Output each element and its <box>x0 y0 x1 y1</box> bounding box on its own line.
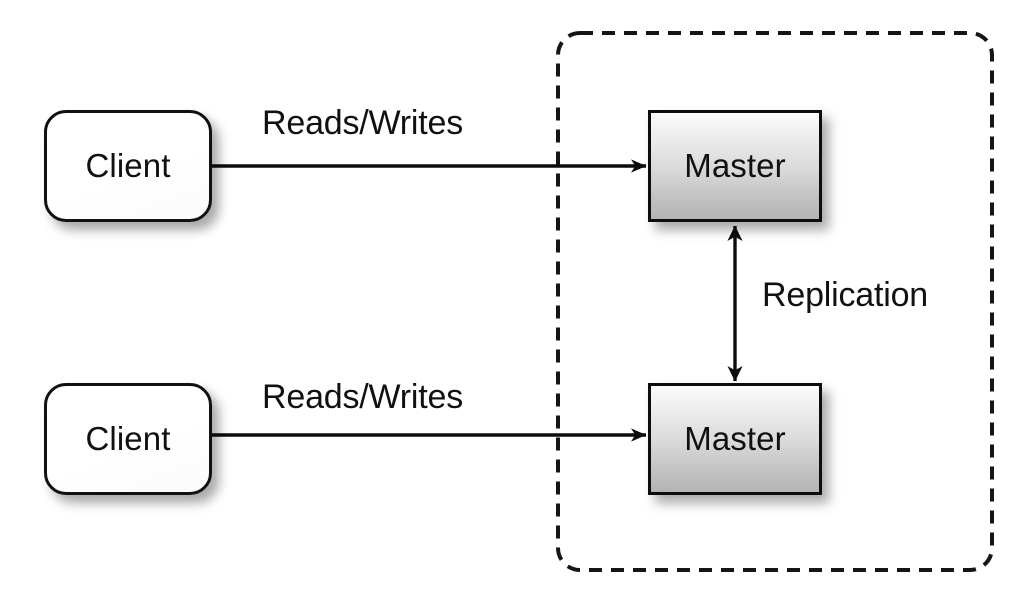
node-label: Master <box>684 147 786 184</box>
node-label: Client <box>85 420 171 457</box>
edge-label-replication: Replication <box>762 276 929 314</box>
edge-label-reads-writes-bottom: Reads/Writes <box>262 378 464 416</box>
node-client-bottom[interactable]: Client <box>44 383 212 495</box>
replication-cluster-boundary <box>556 31 994 572</box>
node-master-top[interactable]: Master <box>648 110 822 222</box>
node-master-bottom[interactable]: Master <box>648 383 822 495</box>
node-client-top[interactable]: Client <box>44 110 212 222</box>
node-label: Client <box>85 147 171 184</box>
edge-label-reads-writes-top: Reads/Writes <box>262 104 464 142</box>
node-label: Master <box>684 420 786 457</box>
